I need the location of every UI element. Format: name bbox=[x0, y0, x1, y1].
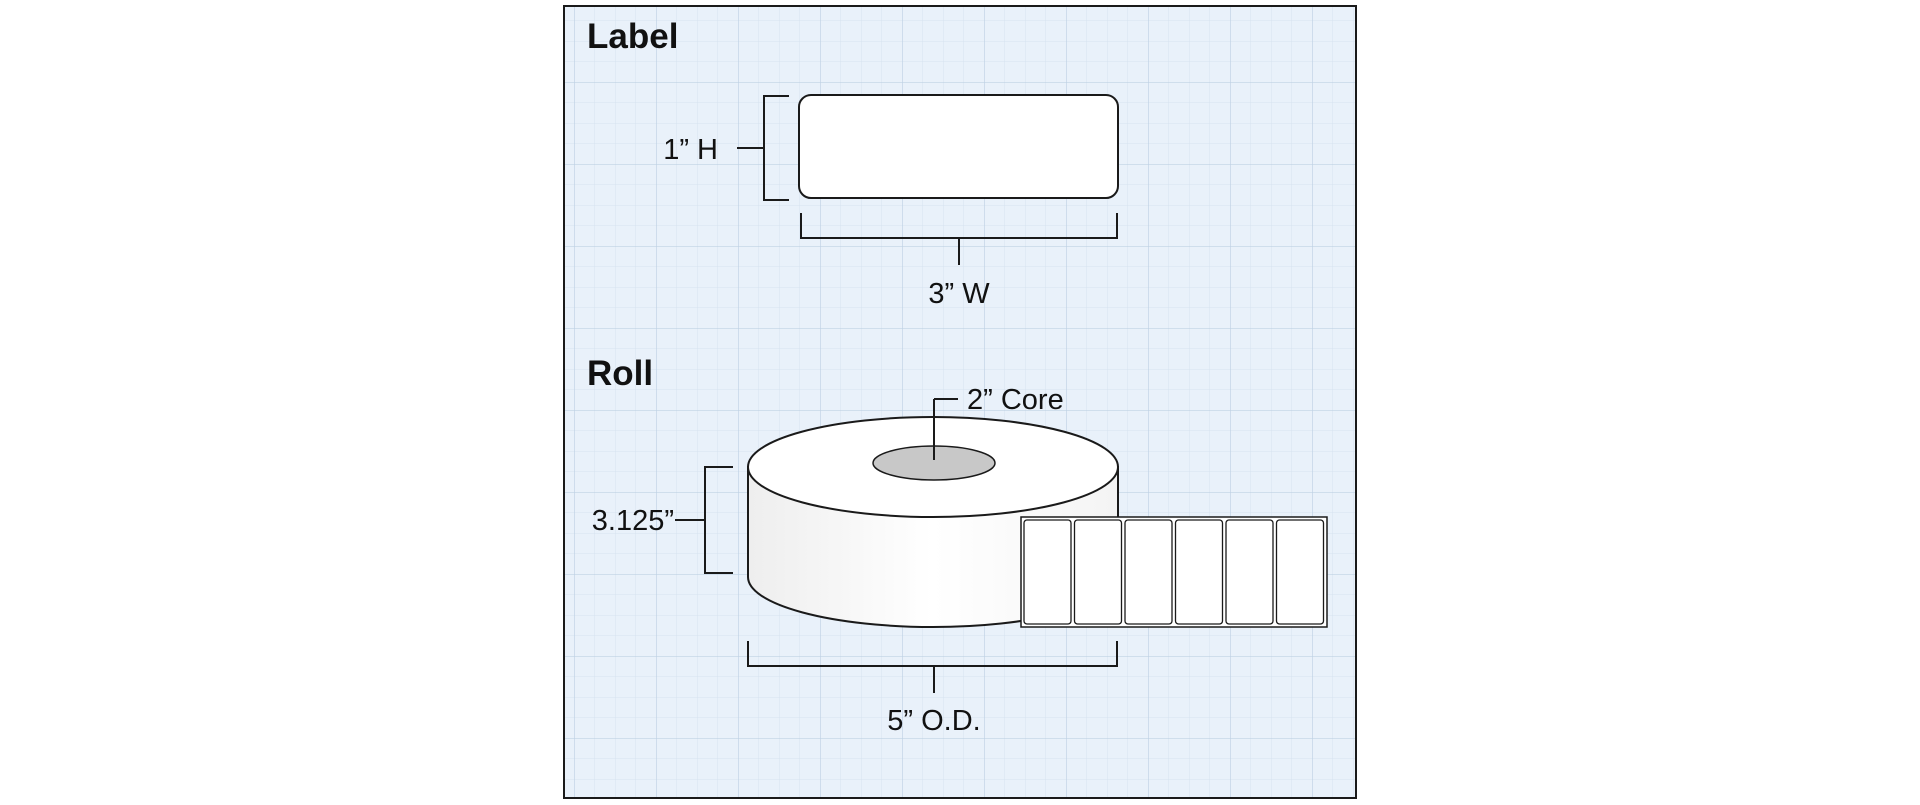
label-width-dimension: 3” W bbox=[928, 278, 990, 310]
roll-label-6 bbox=[1275, 519, 1325, 625]
roll-width-bracket bbox=[675, 466, 733, 574]
roll-core-callout bbox=[933, 398, 958, 460]
label-section-heading: Label bbox=[587, 17, 678, 56]
roll-width-dimension: 3.125” bbox=[592, 505, 674, 537]
label-height-bracket bbox=[737, 95, 789, 201]
label-shape bbox=[798, 94, 1119, 199]
roll-label-1 bbox=[1023, 519, 1072, 625]
label-strip bbox=[1020, 516, 1328, 628]
roll-core-dimension: 2” Core bbox=[967, 384, 1064, 416]
roll-outer-diameter-dimension: 5” O.D. bbox=[887, 705, 980, 737]
roll-outer-diameter-bracket bbox=[747, 641, 1118, 693]
label-height-dimension: 1” H bbox=[663, 134, 718, 166]
label-illustration bbox=[798, 94, 1119, 199]
roll-section-heading: Roll bbox=[587, 354, 653, 393]
label-width-bracket bbox=[800, 213, 1118, 265]
roll-label-3 bbox=[1124, 519, 1173, 625]
roll-label-4 bbox=[1174, 519, 1224, 625]
roll-label-5 bbox=[1225, 519, 1274, 625]
roll-label-2 bbox=[1073, 519, 1123, 625]
